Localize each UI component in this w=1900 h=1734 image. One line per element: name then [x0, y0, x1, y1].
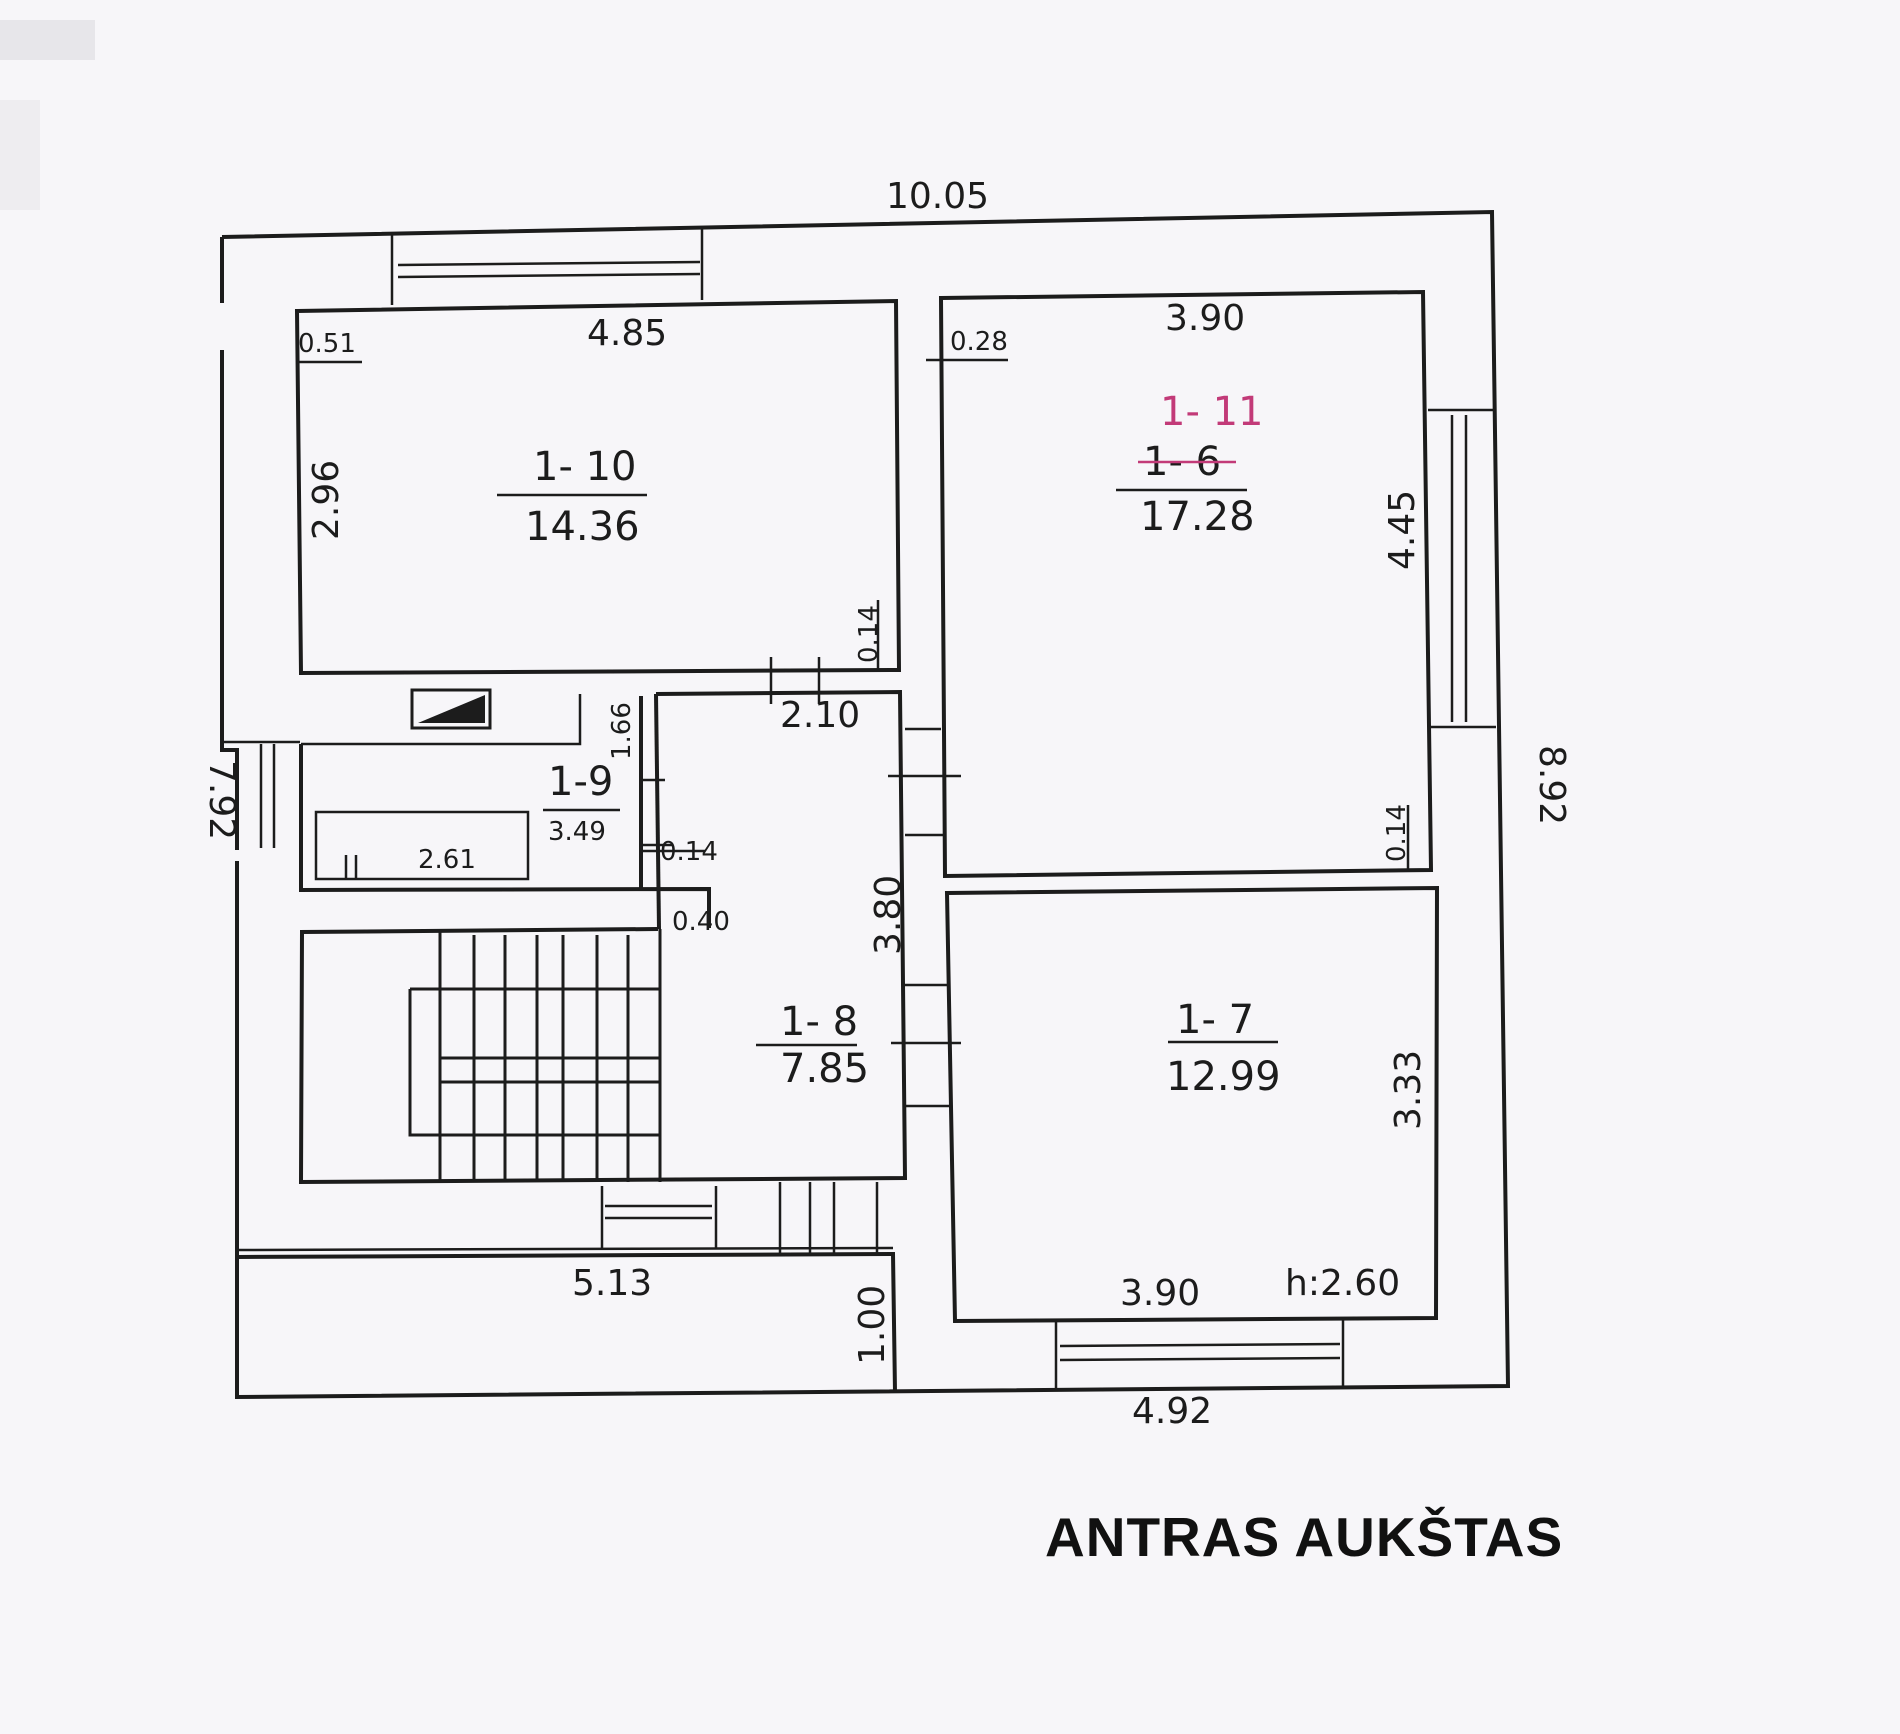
scan-smudge-left — [0, 100, 40, 210]
dimension-ticks — [297, 358, 1410, 1047]
room-1-9 — [299, 696, 711, 928]
window-top — [390, 226, 704, 305]
dim-top-total: 10.05 — [886, 176, 989, 217]
dim-room-8-width: 2.10 — [780, 695, 860, 736]
window-right — [1428, 408, 1496, 729]
dim-right-total: 8.92 — [1531, 745, 1572, 825]
dim-room-11-depth: 4.45 — [1382, 490, 1423, 570]
room-1-10-number: 1- 10 — [533, 444, 637, 490]
dim-balcony-depth: 1.00 — [852, 1285, 893, 1365]
room-1-7-number: 1- 7 — [1176, 997, 1254, 1043]
room-1-9-number: 1-9 — [548, 759, 613, 805]
room-1-11 — [938, 289, 1434, 879]
doors — [641, 657, 961, 1108]
dim-left-total: 7.92 — [201, 760, 242, 840]
window-left — [222, 740, 300, 848]
room-1-11-area: 17.28 — [1140, 494, 1255, 540]
dim-room-11-partition: 0.14 — [1382, 804, 1412, 862]
room-1-10-area: 14.36 — [525, 504, 640, 550]
dim-room-7-height: h:2.60 — [1285, 1263, 1400, 1304]
dim-room-10-depth: 2.96 — [306, 460, 347, 540]
dim-room-7-depth: 3.33 — [1388, 1050, 1429, 1130]
balcony — [236, 1182, 897, 1393]
dim-room-9-bath: 2.61 — [418, 845, 476, 875]
dim-room-8-depth: 3.80 — [868, 875, 909, 955]
vent-shaft — [410, 688, 492, 730]
scan-smudge-top-left — [0, 20, 95, 60]
room-1-11-number: 1- 11 — [1160, 389, 1264, 435]
dim-room-9-depth: 1.66 — [607, 702, 637, 760]
room-1-10 — [294, 298, 902, 676]
dim-room-9-partition: 0.14 — [660, 837, 718, 867]
dim-room-10-partition: 0.14 — [854, 605, 884, 663]
dim-room-10-wall: 0.51 — [298, 329, 356, 359]
staircase — [408, 929, 662, 1182]
dim-room-7-width: 3.90 — [1120, 1273, 1200, 1314]
floor-title: ANTRAS AUKŠTAS — [1045, 1506, 1564, 1568]
room-1-7-area: 12.99 — [1166, 1054, 1281, 1100]
dim-balcony-width: 5.13 — [572, 1263, 652, 1304]
room-1-7 — [944, 885, 1440, 1324]
outer-walls — [220, 209, 1511, 1400]
dim-bottom-total: 4.92 — [1132, 1391, 1212, 1432]
dim-room-11-wall: 0.28 — [950, 327, 1008, 357]
dim-room-11-width: 3.90 — [1165, 298, 1245, 339]
dim-room-10-width: 4.85 — [587, 313, 667, 354]
room-1-8-area: 7.85 — [780, 1046, 869, 1092]
room-1-9-area: 3.49 — [548, 817, 606, 847]
room-1-8-number: 1- 8 — [780, 999, 858, 1045]
dim-room-8-wall: 0.40 — [672, 907, 730, 937]
window-bottom — [1054, 1318, 1345, 1388]
window-stair — [600, 1186, 718, 1248]
